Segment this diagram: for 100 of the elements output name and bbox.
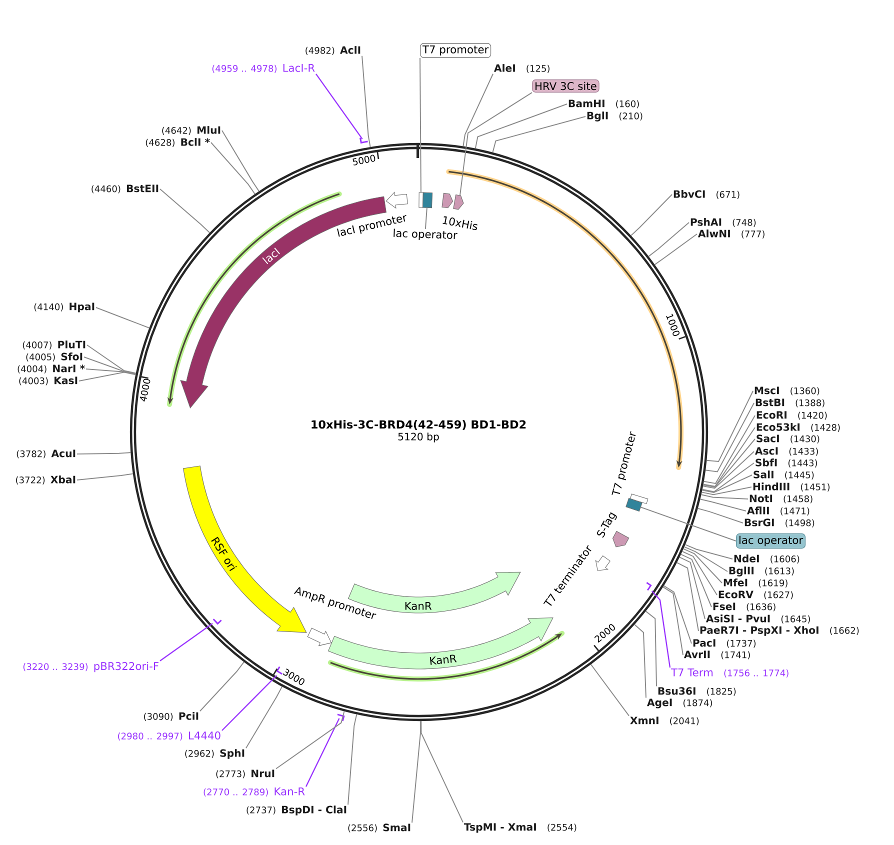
primer-mark bbox=[337, 714, 345, 722]
leader-line bbox=[492, 116, 586, 154]
leader-line bbox=[704, 402, 754, 472]
site-label: (4007) PluTI bbox=[22, 340, 86, 350]
site-label: (2773) NruI bbox=[216, 770, 274, 778]
leader-line bbox=[276, 710, 345, 770]
leader-line bbox=[702, 474, 752, 494]
site-label: FseI (1636) bbox=[713, 602, 776, 612]
leader-line bbox=[634, 624, 646, 698]
leader-line bbox=[348, 714, 358, 806]
leader-line bbox=[590, 664, 630, 716]
site-label: (2737) BspDI - ClaI bbox=[246, 806, 346, 816]
leader-line bbox=[676, 562, 699, 632]
leader-line bbox=[700, 498, 746, 512]
site-label: (3782) AcuI bbox=[16, 450, 76, 458]
leader-line bbox=[420, 57, 422, 193]
leader-line bbox=[84, 356, 136, 374]
feature-box bbox=[418, 192, 424, 208]
feature-tag: lac operator bbox=[736, 533, 806, 549]
site-label: (4460) BstEII bbox=[92, 184, 158, 194]
site-label: XmnI (2041) bbox=[630, 716, 699, 726]
site-label: EcoRV (1627) bbox=[718, 590, 793, 600]
scale-label: 5000 bbox=[352, 154, 376, 166]
site-label: AflII (1471) bbox=[746, 506, 810, 516]
leader-line bbox=[679, 556, 706, 620]
site-label: EcoRI (1420) bbox=[756, 411, 827, 420]
leader-line bbox=[96, 307, 150, 328]
leader-line bbox=[462, 73, 494, 147]
leader-line bbox=[700, 494, 748, 500]
site-label: SacI (1430) bbox=[756, 434, 820, 444]
site-label: (2962) SphI bbox=[185, 749, 244, 759]
primer-mark bbox=[646, 582, 652, 591]
leader-line bbox=[703, 415, 756, 484]
leader-line bbox=[702, 462, 754, 492]
leader-line bbox=[200, 661, 244, 712]
feature-marker bbox=[453, 194, 464, 210]
primer-mark bbox=[212, 618, 222, 625]
site-label: BbvCI (671) bbox=[674, 190, 740, 199]
leader-line bbox=[651, 590, 671, 668]
site-label: (2556) SmaI bbox=[348, 824, 410, 832]
primer-label: (4959 .. 4978) LacI-R bbox=[212, 64, 315, 73]
leader-line bbox=[246, 686, 283, 749]
site-label: (4003) KasI bbox=[19, 376, 78, 386]
leader-line bbox=[701, 486, 752, 496]
site-label: AvrII (1741) bbox=[684, 650, 750, 660]
primer-label: (3220 .. 3239) pBR322ori-F bbox=[23, 662, 158, 672]
primer-mark bbox=[276, 666, 282, 675]
feature-tag: T7 promoter bbox=[420, 43, 492, 58]
site-label: TspMI - XmaI (2554) bbox=[464, 823, 576, 833]
site-label: Bsu36I (1825) bbox=[658, 687, 736, 696]
site-label: (3090) PciI bbox=[144, 712, 198, 721]
leader-line bbox=[316, 74, 363, 140]
leader-line bbox=[648, 222, 690, 257]
site-label: AgeI (1874) bbox=[646, 698, 712, 708]
site-label: MfeI (1619) bbox=[724, 578, 788, 588]
scale-label: 1000 bbox=[666, 314, 680, 336]
leader-line bbox=[684, 544, 733, 560]
leader-line bbox=[663, 585, 692, 644]
leader-line bbox=[459, 92, 532, 196]
leader-line bbox=[420, 720, 464, 823]
leader-line bbox=[697, 508, 744, 524]
leader-line bbox=[662, 586, 684, 656]
map-title: 10xHis-3C-BRD4(42-459) BD1-BD2 bbox=[312, 420, 526, 430]
site-label: (4642) MluI bbox=[162, 126, 220, 135]
leader-line bbox=[412, 720, 421, 824]
leader-line bbox=[160, 188, 210, 234]
primer-label: (2770 .. 2789) Kan-R bbox=[204, 788, 305, 796]
leader-line bbox=[160, 623, 213, 662]
site-label: MscI (1360) bbox=[754, 386, 820, 396]
leader-line bbox=[305, 718, 340, 787]
primer-mark bbox=[360, 138, 368, 144]
site-label: (4982) AclI bbox=[306, 46, 360, 55]
site-label: AsiSI - PvuI (1645) bbox=[706, 614, 810, 624]
primer-label: (2980 .. 2997) L4440 bbox=[118, 731, 220, 741]
leader-line bbox=[210, 142, 256, 195]
primer-label: T7 Term (1756 .. 1774) bbox=[670, 668, 788, 678]
leader-line bbox=[222, 130, 260, 192]
leader-line bbox=[86, 368, 136, 375]
site-label: (4140) HpaI bbox=[34, 302, 94, 312]
leader-line bbox=[424, 207, 428, 230]
leader-line bbox=[654, 234, 698, 266]
site-label: NotI (1458) bbox=[750, 494, 812, 504]
leader-line bbox=[362, 55, 371, 148]
leader-line bbox=[702, 427, 756, 487]
feature-box bbox=[422, 192, 433, 208]
leader-line bbox=[680, 554, 712, 608]
site-label: AscI (1433) bbox=[754, 447, 818, 456]
site-label: SbfI (1443) bbox=[756, 458, 818, 468]
site-label: PshAI (748) bbox=[690, 218, 756, 227]
feature-tag: HRV 3C site bbox=[532, 79, 600, 93]
leader-line bbox=[640, 506, 736, 542]
leader-line bbox=[682, 550, 718, 596]
site-label: PacI (1737) bbox=[693, 639, 756, 648]
feature-label: 10xHis bbox=[442, 216, 478, 230]
site-label: SalI (1445) bbox=[754, 470, 814, 480]
site-label: (3722) XbaI bbox=[16, 476, 76, 484]
leader-line bbox=[702, 451, 754, 489]
leader-line bbox=[645, 610, 657, 687]
size-label: 5120 bp bbox=[398, 432, 439, 442]
leader-line bbox=[684, 546, 728, 572]
